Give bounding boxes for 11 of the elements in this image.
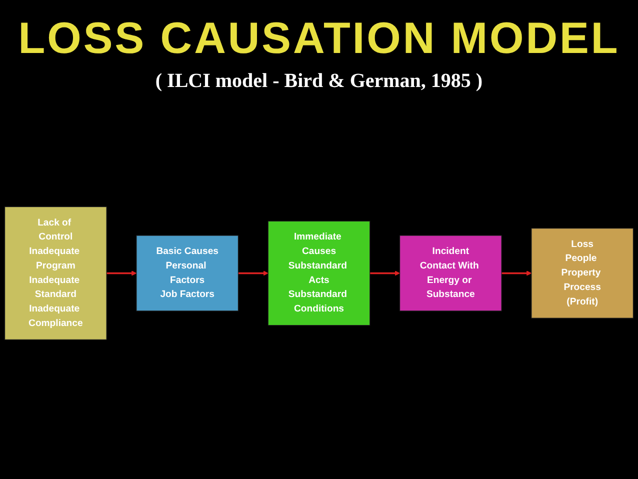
node-box: Loss People Property Process (Profit) (531, 228, 634, 318)
node-box: Immediate Causes Substandard Acts Substandard Conditions (268, 220, 370, 326)
arrow (370, 270, 400, 276)
arrow (238, 270, 268, 276)
caption: ( ILCI model - Bird & German, 1985 ) (154, 70, 484, 93)
arrow (502, 270, 532, 276)
node-box: Lack of Control Inadequate Program Inadequate Standard Inadequate Compliance (4, 206, 107, 340)
title: LOSS CAUSATION MODEL (17, 14, 621, 64)
node-box: Incident Contact With Energy or Substance (400, 235, 502, 311)
arrow (106, 270, 137, 276)
node-box: Basic Causes Personal Factors Job Factors (136, 235, 238, 311)
